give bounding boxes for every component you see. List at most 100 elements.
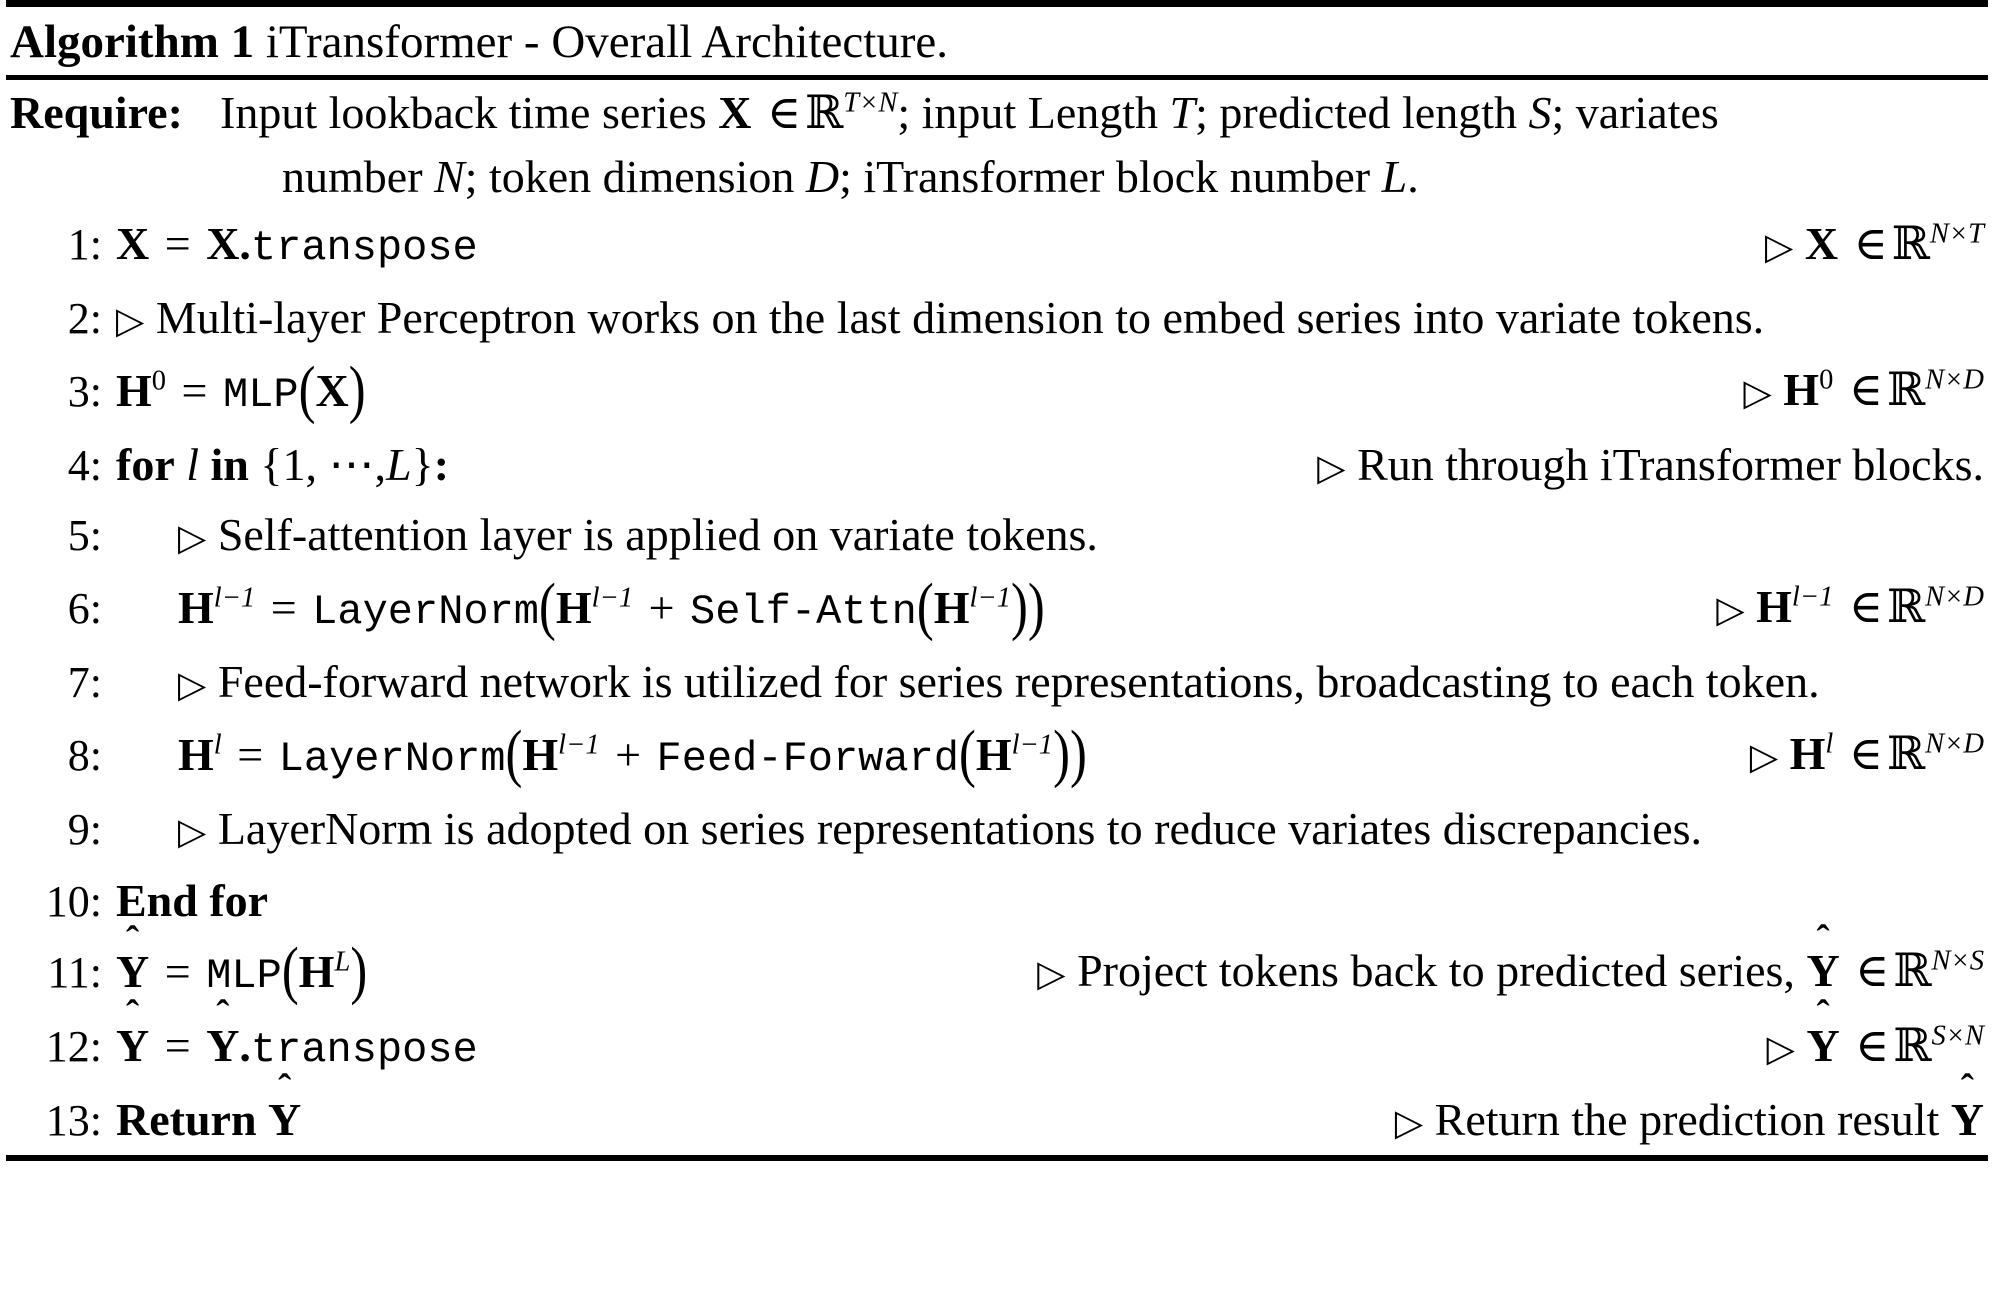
require2-text-3: ; iTransformer block number xyxy=(839,151,1371,202)
step-4-body: for l in {1, ⋯,L}: ▷ Run through iTransf… xyxy=(116,430,1988,499)
step3-lhs-sup: 0 xyxy=(151,365,167,397)
step11-equals: = xyxy=(164,946,191,997)
step-6-body: Hl−1 = LayerNorm(Hl−1 + Self-Attn(Hl−1))… xyxy=(116,570,1988,647)
step11-real-set: ℝ xyxy=(1893,943,1932,997)
step12-dims: S×N xyxy=(1931,1020,1984,1052)
require2-symbol-n: N xyxy=(434,151,465,202)
algorithm-step-7: 7: ▷ Feed-forward network is utilized fo… xyxy=(6,647,1988,719)
triangle-icon: ▷ xyxy=(1716,589,1745,630)
require-symbol-t: T xyxy=(1169,87,1196,138)
hat-accent-icon: ˆ xyxy=(1960,1066,1974,1111)
step4-set-open: { xyxy=(260,439,283,490)
require-body: Input lookback time series X ∈ℝT×N; inpu… xyxy=(220,80,1988,145)
step6-dims: N×D xyxy=(1925,581,1984,613)
step12-lhs: Y xyxy=(116,1020,150,1071)
step-9-body: ▷ LayerNorm is adopted on series represe… xyxy=(116,794,1988,866)
triangle-icon: ▷ xyxy=(1037,953,1066,994)
algorithm-step-1: 1: X = X.transpose ▷ X ∈ℝN×T xyxy=(6,209,1988,283)
line-number-4: 4: xyxy=(67,441,102,490)
step8-inner-close-paren: ) xyxy=(1053,717,1070,789)
step6-open-paren: ( xyxy=(539,570,556,642)
step-7-body: ▷ Feed-forward network is utilized for s… xyxy=(116,647,1988,719)
step-10-body: End for xyxy=(116,866,1988,935)
step6-arg1: H xyxy=(555,582,592,633)
step12-equals: = xyxy=(164,1020,191,1071)
step11-comment-symbol: Y xyxy=(1806,945,1840,996)
step13-return-keyword: Return xyxy=(116,1094,257,1145)
require-line: Require: Input lookback time series X ∈ℝ… xyxy=(6,80,1988,145)
step1-method-call: transpose xyxy=(250,224,478,272)
step1-rhs-var: X xyxy=(206,218,240,269)
triangle-icon: ▷ xyxy=(1749,736,1779,777)
bottom-rule xyxy=(6,1155,1988,1161)
require-symbol-s: S xyxy=(1528,87,1552,138)
step3-argument: X xyxy=(315,365,349,416)
line-number-3: 3: xyxy=(67,367,102,416)
step8-comment-symbol-sup: l xyxy=(1825,728,1834,760)
step4-loop-var: l xyxy=(186,439,200,490)
step11-argument-sup: L xyxy=(334,946,351,978)
step6-inner-open-paren: ( xyxy=(916,570,934,642)
triangle-icon: ▷ xyxy=(1765,226,1794,267)
step1-comment-symbol: X xyxy=(1804,218,1839,269)
step3-open-paren: ( xyxy=(298,353,316,425)
step3-comment-symbol-sup: 0 xyxy=(1819,364,1834,396)
step-8-comment: ▷ Hl ∈ℝN×D xyxy=(1750,719,1984,791)
require-text-3: ; predicted length xyxy=(1195,87,1517,138)
step6-real-set: ℝ xyxy=(1886,579,1926,633)
step7-comment-text: Feed-forward network is utilized for ser… xyxy=(217,656,1820,707)
line-number-1: 1: xyxy=(67,220,102,269)
step6-close-paren: ) xyxy=(1027,570,1045,642)
require-element-of-icon: ∈ xyxy=(766,87,802,138)
step6-plus: + xyxy=(648,582,675,633)
step12-real-set: ℝ xyxy=(1893,1018,1932,1072)
step4-set-first: 1, xyxy=(282,439,318,490)
step8-arg1-sup: l−1 xyxy=(558,729,600,761)
line-number-9: 9: xyxy=(67,805,102,854)
triangle-icon: ▷ xyxy=(178,664,207,705)
step13-comment-text: Return the prediction result xyxy=(1434,1094,1940,1145)
step11-function: MLP xyxy=(206,952,282,1000)
require-body-2: number N; token dimension D; iTransforme… xyxy=(220,145,1988,209)
step8-real-set: ℝ xyxy=(1886,726,1926,780)
step8-inner-function: Feed-Forward xyxy=(656,735,959,783)
step-8-body: Hl = LayerNorm(Hl−1 + Feed-Forward(Hl−1)… xyxy=(116,717,1988,794)
algorithm-step-9: 9: ▷ LayerNorm is adopted on series repr… xyxy=(6,794,1988,866)
step3-comment-symbol: H xyxy=(1783,364,1820,415)
require2-text-4: . xyxy=(1407,151,1419,202)
step8-plus: + xyxy=(615,729,642,780)
step1-equals: = xyxy=(164,218,191,269)
step4-for-keyword: for xyxy=(116,439,175,490)
require-dims-1: T×N xyxy=(843,87,898,119)
algorithm-step-5: 5: ▷ Self-attention layer is applied on … xyxy=(6,500,1988,572)
step8-dims: N×D xyxy=(1925,728,1984,760)
step8-close-paren: ) xyxy=(1069,717,1087,789)
step1-lhs: X xyxy=(116,218,150,269)
step4-set-dots: ⋯ xyxy=(328,439,375,490)
top-rule xyxy=(6,0,1988,7)
triangle-icon: ▷ xyxy=(178,517,207,558)
require-label: Require: xyxy=(10,87,183,138)
algorithm-step-4: 4: for l in {1, ⋯,L}: ▷ Run through iTra… xyxy=(6,430,1988,500)
element-of-icon: ∈ xyxy=(1848,364,1883,415)
algorithm-step-2: 2: ▷ Multi-layer Perceptron works on the… xyxy=(6,283,1988,355)
hat-accent-icon: ˆ xyxy=(1816,917,1830,962)
require-text-2: ; input Length xyxy=(897,87,1159,138)
hat-accent-icon: ˆ xyxy=(126,918,140,963)
element-of-icon: ∈ xyxy=(1855,1020,1890,1071)
step8-function: LayerNorm xyxy=(278,735,506,783)
algorithm-step-3: 3: H0 = MLP(X) ▷ H0 ∈ℝN×D xyxy=(6,353,1988,430)
triangle-icon: ▷ xyxy=(1766,1028,1795,1069)
line-number-11: 11: xyxy=(47,948,102,997)
step3-equals: = xyxy=(181,365,208,416)
step9-comment-text: LayerNorm is adopted on series represent… xyxy=(217,803,1703,854)
hat-accent-icon: ˆ xyxy=(1816,992,1830,1037)
